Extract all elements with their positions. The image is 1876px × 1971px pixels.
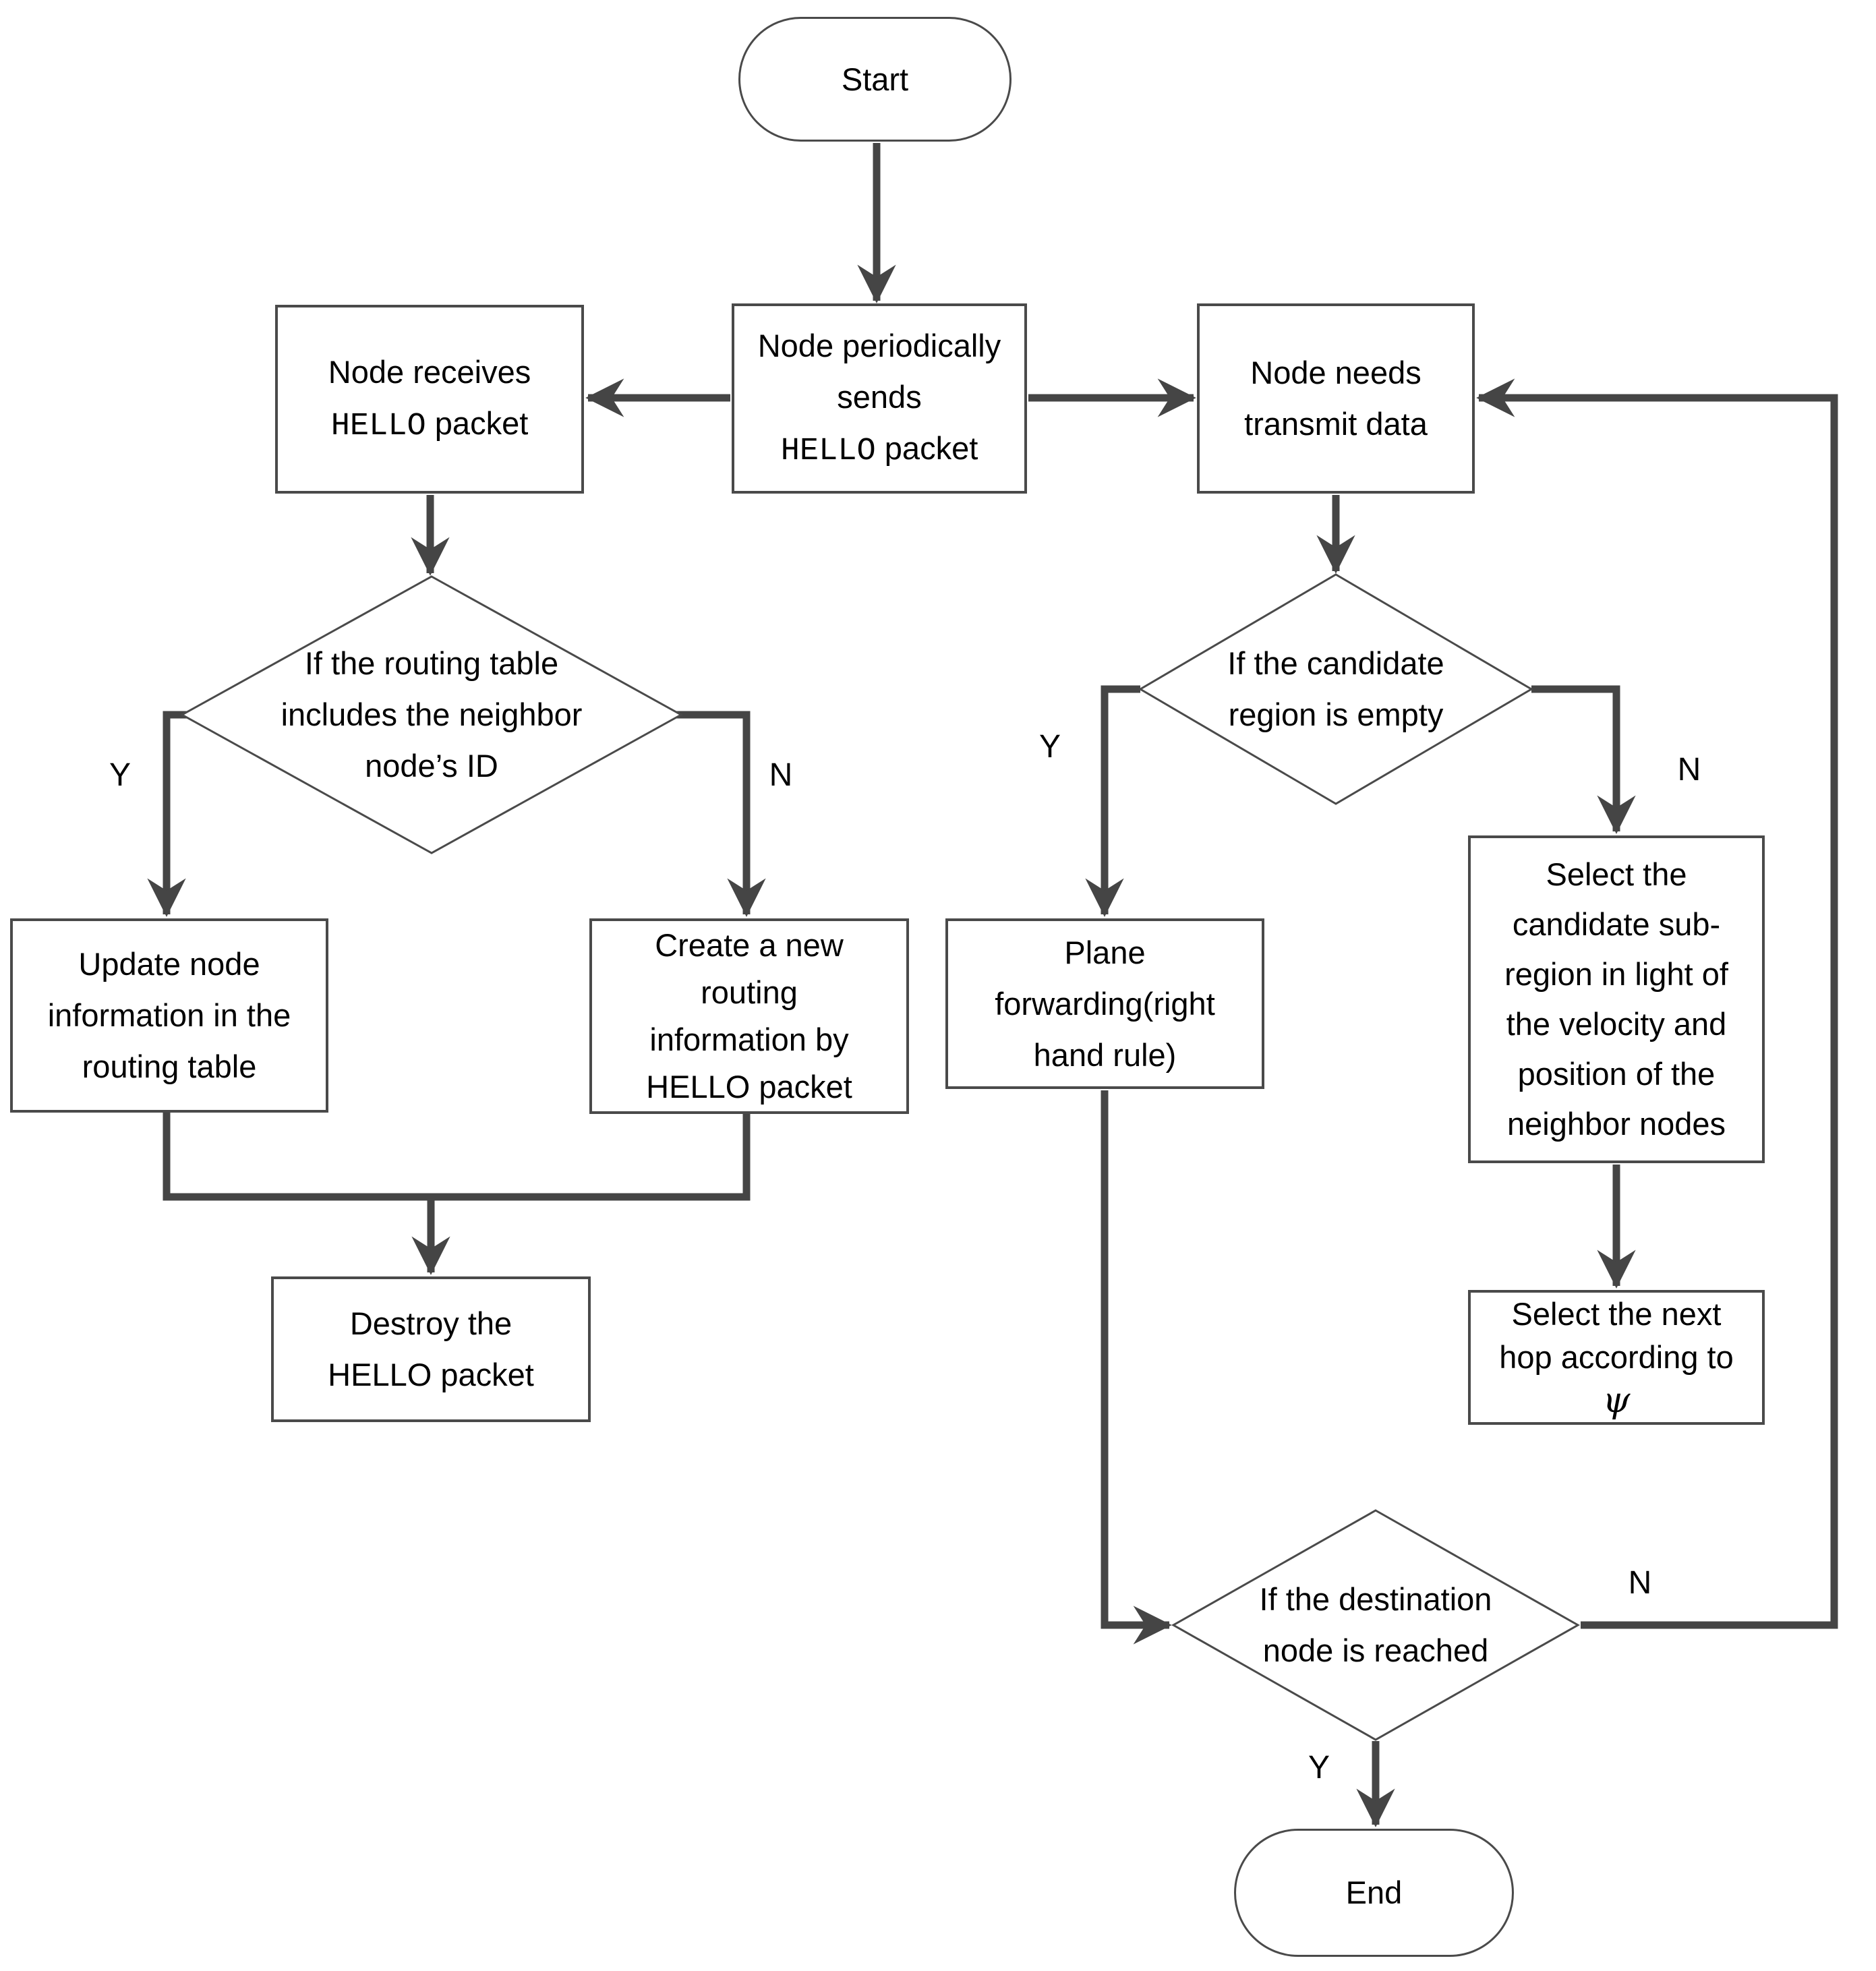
select-subregion-line: candidate sub- (1512, 906, 1721, 942)
destroy-hello-process: Destroy the HELLO packet (271, 1276, 591, 1422)
plane-forwarding-process: Plane forwarding(right hand rule) (945, 918, 1264, 1089)
edge-dest-no-feedback (1476, 378, 1838, 1629)
candidate-diamond-label: If the candidate region is empty (1147, 634, 1525, 744)
start-label: Start (841, 61, 909, 97)
send-hello-line: HELLO packet (781, 423, 978, 477)
start-terminator: Start (738, 17, 1012, 142)
candidate-diamond-line: region is empty (1228, 697, 1444, 732)
end-terminator: End (1234, 1829, 1514, 1957)
create-info-line: information by (649, 1022, 849, 1057)
destination-no-label: N (1628, 1565, 1652, 1601)
update-info-process: Update node information in the routing t… (10, 918, 328, 1113)
select-subregion-line: the velocity and (1506, 1006, 1727, 1042)
select-subregion-line: position of the (1517, 1056, 1716, 1092)
edge-plane-to-dest-diamond (1101, 1090, 1172, 1645)
candidate-diamond-line: If the candidate (1227, 645, 1444, 681)
edge-candidate-no-to-subregion (1531, 685, 1636, 834)
send-hello-line-rest: packet (875, 430, 978, 466)
send-hello-line: Node periodically (757, 327, 1001, 363)
select-subregion-line: neighbor nodes (1506, 1106, 1726, 1142)
select-subregion-line: region in light of (1504, 956, 1728, 992)
destination-diamond-line: If the destination (1259, 1581, 1492, 1617)
select-subregion-line: Select the (1546, 856, 1687, 892)
routing-diamond-line: node’s ID (365, 748, 498, 784)
select-subregion-process: Select the candidate sub- region in ligh… (1468, 835, 1765, 1163)
create-info-line: HELLO packet (646, 1069, 852, 1105)
select-nexthop-process: Select the next hop according to ψ (1468, 1290, 1765, 1425)
need-transmit-line: Node needs (1250, 355, 1421, 390)
routing-diamond-label: If the routing table includes the neighb… (229, 627, 634, 802)
update-info-line: routing table (82, 1049, 257, 1084)
routing-diamond-line: If the routing table (304, 645, 559, 681)
plane-forwarding-line: hand rule) (1033, 1036, 1177, 1073)
routing-no-label: N (769, 757, 793, 793)
select-nexthop-line: hop according to (1499, 1339, 1734, 1375)
destination-diamond-line: node is reached (1262, 1632, 1489, 1668)
edge-routing-no-to-create (671, 711, 766, 917)
need-transmit-line: transmit data (1244, 406, 1428, 442)
destroy-hello-line: HELLO packet (328, 1357, 534, 1392)
send-hello-line: sends (837, 378, 922, 415)
update-info-line: Update node (78, 946, 260, 982)
hello-keyword: HELLO (330, 408, 426, 444)
update-info-line: information in the (47, 997, 291, 1033)
receive-hello-process: Node receives HELLO packet (275, 305, 584, 494)
candidate-decision-diamond (1138, 573, 1533, 805)
destination-yes-label: Y (1308, 1750, 1330, 1786)
receive-hello-line: HELLO packet (331, 398, 529, 452)
routing-decision-diamond (179, 575, 684, 854)
plane-forwarding-line: Plane (1064, 934, 1146, 970)
hello-keyword: HELLO (780, 433, 876, 469)
create-info-process: Create a new routing information by HELL… (589, 918, 909, 1114)
destination-decision-diamond (1171, 1509, 1581, 1741)
edge-routing-yes-to-update (147, 711, 192, 917)
send-hello-process: Node periodically sends HELLO packet (732, 303, 1027, 494)
destination-diamond-label: If the destination node is reached (1187, 1570, 1564, 1680)
create-info-line: routing (701, 974, 798, 1010)
edge-merge-junction (163, 1111, 751, 1201)
candidate-no-label: N (1677, 752, 1701, 788)
select-nexthop-line: Select the next (1511, 1296, 1722, 1332)
psi-symbol: ψ (1602, 1380, 1631, 1421)
end-label: End (1345, 1875, 1403, 1910)
edge-candidate-yes-to-plane (1085, 685, 1140, 917)
routing-yes-label: Y (109, 757, 131, 793)
create-info-line: Create a new (655, 927, 844, 963)
receive-hello-line: Node receives (328, 353, 531, 390)
destroy-hello-line: Destroy the (349, 1305, 512, 1341)
routing-diamond-line: includes the neighbor (281, 697, 583, 732)
plane-forwarding-line: forwarding(right (995, 985, 1215, 1022)
need-transmit-process: Node needs transmit data (1197, 303, 1475, 494)
receive-hello-line-rest: packet (426, 405, 529, 441)
candidate-yes-label: Y (1038, 729, 1061, 765)
